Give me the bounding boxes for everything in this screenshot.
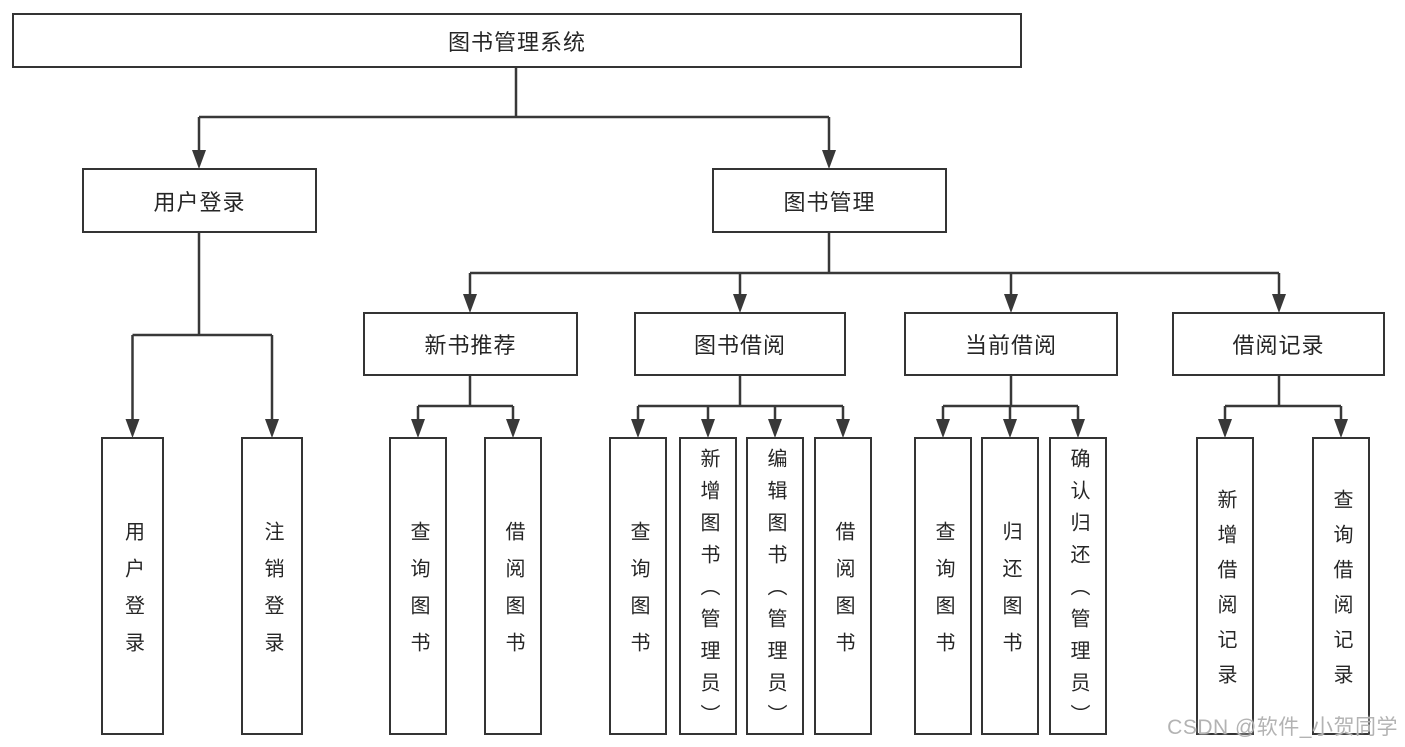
node-current-borrowing: 当前借阅	[904, 312, 1118, 376]
node-label: 用户登录	[121, 520, 144, 669]
node-label: 当前借阅	[964, 333, 1057, 358]
leaf-search-books-current: 查询图书	[914, 437, 972, 735]
watermark: CSDN @软件_小贺同学	[1167, 716, 1398, 739]
node-label: 查询借阅记录	[1330, 488, 1352, 699]
node-new-book-recommend: 新书推荐	[363, 312, 578, 376]
node-library-system: 图书管理系统	[12, 13, 1022, 68]
leaf-edit-books-admin: 编辑图书（管理员）	[746, 437, 804, 736]
leaf-search-books-borrow: 查询图书	[609, 437, 667, 735]
node-label: 新书推荐	[424, 333, 517, 358]
node-label: 新增借阅记录	[1214, 488, 1236, 699]
node-label: 图书借阅	[693, 333, 786, 358]
node-label: 确认归还（管理员）	[1067, 448, 1089, 736]
node-label: 查询图书	[932, 520, 954, 669]
node-borrowing-records: 借阅记录	[1172, 312, 1385, 376]
leaf-return-books: 归还图书	[981, 437, 1039, 735]
connector-borrowing-records-children	[1218, 376, 1348, 438]
node-book-borrowing: 图书借阅	[634, 312, 846, 376]
leaf-user-login: 用户登录	[101, 437, 164, 735]
node-label: 编辑图书（管理员）	[764, 448, 786, 736]
connector-new-book-recommend-children	[411, 376, 520, 438]
node-label: 借阅记录	[1232, 333, 1325, 358]
leaf-add-borrow-record: 新增借阅记录	[1196, 437, 1254, 735]
leaf-confirm-return-admin: 确认归还（管理员）	[1049, 437, 1107, 736]
leaf-search-borrow-record: 查询借阅记录	[1312, 437, 1370, 735]
connector-current-borrowing-children	[936, 376, 1085, 438]
node-label: 归还图书	[999, 520, 1021, 669]
leaf-search-books-recommend: 查询图书	[389, 437, 447, 735]
node-label: 借阅图书	[502, 520, 524, 669]
connector-book-management-children	[463, 233, 1286, 313]
leaf-logout: 注销登录	[241, 437, 303, 735]
node-label: 图书管理	[783, 189, 876, 215]
leaf-add-books-admin: 新增图书（管理员）	[679, 437, 737, 736]
leaf-borrow-books: 借阅图书	[814, 437, 872, 735]
leaf-borrow-books-recommend: 借阅图书	[484, 437, 542, 735]
node-label: 查询图书	[627, 520, 649, 669]
node-label: 新增图书（管理员）	[697, 448, 719, 736]
node-label: 图书管理系统	[447, 29, 586, 55]
node-label: 借阅图书	[832, 520, 854, 669]
connector-root-to-level2	[192, 68, 836, 169]
node-label: 用户登录	[153, 189, 246, 215]
node-book-management: 图书管理	[712, 168, 947, 233]
node-user-login: 用户登录	[82, 168, 317, 233]
node-label: 查询图书	[407, 520, 429, 669]
node-label: 注销登录	[261, 520, 283, 669]
connector-user-login-children	[125, 233, 279, 438]
connector-book-borrowing-children	[631, 376, 850, 438]
